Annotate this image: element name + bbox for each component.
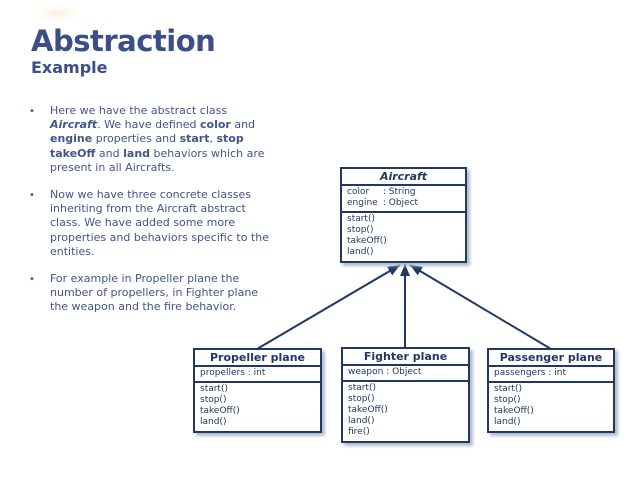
uml-method: takeOff() [494,406,534,416]
bullet-text-segment: behaviors which are [150,146,265,160]
bullet-text-segment: Here we have the abstract class [50,104,228,117]
slide-subtitle: Example [31,58,108,77]
connector-passenger-to-aircraft [409,264,552,350]
uml-method: land() [348,416,375,426]
bullet-text-segment: properties and [92,132,180,146]
uml-method: stop() [348,394,375,404]
bullet-text-segment: For example in Propeller plane the [50,272,240,286]
bullet-text-segment: Aircraft [50,118,98,132]
uml-methods-section: start()stop()takeOff()land()fire() [343,382,468,441]
uml-class-title: Passenger plane [489,350,613,367]
bullet-text-segment: and [95,146,124,160]
uml-method: land() [200,417,227,427]
uml-attribute: propellers : int [200,368,266,378]
uml-method: land() [347,247,374,257]
uml-attributes-section: weapon : Object [343,366,468,382]
bullet-text-segment: present in all Aircrafts. [50,160,175,174]
uml-attribute: color : String [347,187,416,197]
uml-method: stop() [347,225,374,235]
uml-class-title: Fighter plane [343,349,468,366]
bullet-text-segment: number of propellers, in Fighter plane [50,286,259,300]
uml-class-fighter-plane: Fighter plane weapon : Object start()sto… [341,347,470,443]
bullet-text-segment: start [179,132,210,146]
uml-method: start() [347,214,375,224]
uml-attribute: weapon : Object [348,367,422,377]
bullet-text-segment: takeOff [50,146,96,160]
bullet-text-segment: the weapon and the fire behavior. [50,300,237,314]
uml-methods-section: start()stop()takeOff()land() [195,383,320,431]
bullet-text-segment: color [200,118,231,132]
uml-methods-section: start()stop()takeOff()land() [489,383,613,431]
bullet-text-segment: class. We have added some more [50,216,236,230]
bullet-text-segment: Now we have three concrete classes [50,188,252,202]
uml-method: fire() [348,427,370,437]
bullet-marker: • [29,274,35,286]
uml-attribute: passengers : int [494,368,566,378]
connector-propeller-to-aircraft [256,264,401,350]
uml-method: start() [348,383,376,393]
bullet-text-segment: stop [216,132,244,146]
uml-method: takeOff() [348,405,388,415]
bullet-text-segment: land [123,146,151,160]
bullet-text-segment: , [209,132,217,146]
bullet-text-segment: and [230,118,256,132]
watermark-smudge [34,5,82,21]
uml-class-title: Aircraft [342,169,465,186]
uml-method: start() [494,384,522,394]
bullet-text-segment: entities. [50,244,95,258]
uml-method: land() [494,417,521,427]
uml-methods-section: start()stop()takeOff()land() [342,213,465,261]
uml-attributes-section: passengers : int [489,367,613,383]
uml-class-title: Propeller plane [195,350,320,367]
bullet-text-segment: engine [50,132,93,146]
uml-attributes-section: propellers : int [195,367,320,383]
bullet-text-segment: properties and behaviors specific to the [50,230,269,244]
bullet-text-segment: . We have defined [97,118,200,132]
uml-method: takeOff() [347,236,387,246]
uml-method: stop() [200,395,227,405]
uml-method: takeOff() [200,406,240,416]
bullet-text-segment: inheriting from the Aircraft abstract [50,202,246,216]
uml-class-propeller-plane: Propeller plane propellers : int start()… [193,348,322,433]
bullet-marker: • [29,190,35,202]
bullet-marker: • [29,106,35,117]
uml-class-passenger-plane: Passenger plane passengers : int start()… [487,348,615,433]
uml-method: start() [200,384,228,394]
uml-method: stop() [494,395,521,405]
slide-title: Abstraction [31,24,216,58]
uml-attribute: engine : Object [347,198,419,208]
